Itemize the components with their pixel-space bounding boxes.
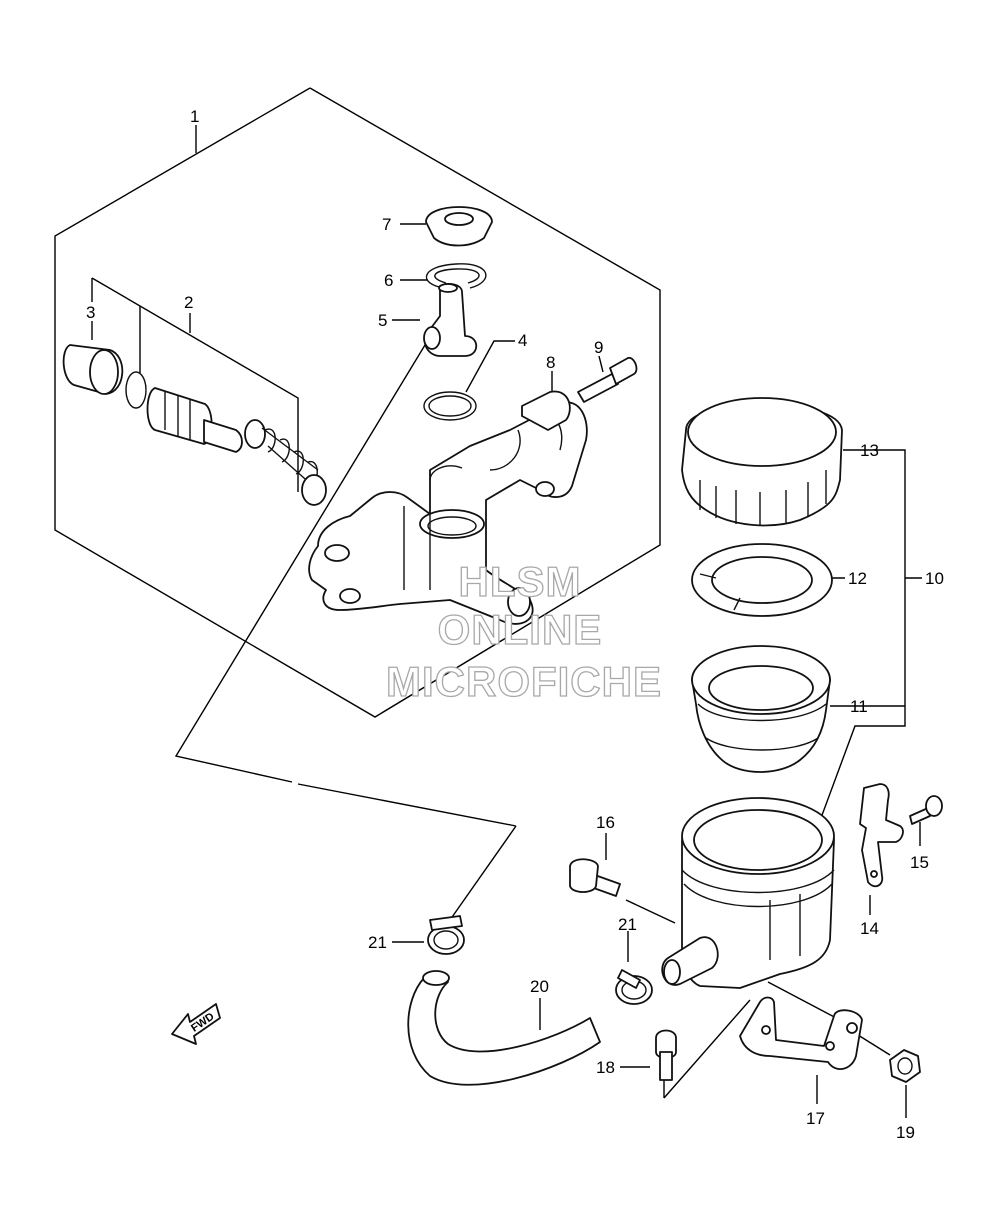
callout-18: 18	[596, 1058, 615, 1077]
callout-4: 4	[518, 331, 527, 350]
callout-labels: 1 2 3 4 5 6 7 8 9 10 11 12 13 14 15 16 1…	[86, 107, 944, 1142]
callout-20: 20	[530, 977, 549, 996]
part-12-plate	[691, 543, 833, 617]
part-10-reservoir-body	[661, 797, 835, 989]
part-15-screw	[909, 795, 943, 825]
callout-6: 6	[384, 271, 393, 290]
part-16-bolt	[569, 858, 621, 897]
callout-11: 11	[850, 697, 868, 716]
callout-14: 14	[860, 919, 879, 938]
callout-19: 19	[896, 1123, 915, 1142]
part-8-clamp	[521, 390, 571, 431]
callout-13: 13	[860, 441, 879, 460]
part-21-clamp-upper	[427, 915, 465, 955]
part-6-circlip	[425, 263, 487, 289]
part-3-dust-cap	[62, 344, 124, 395]
part-9-bolt	[577, 357, 638, 403]
callout-15: 15	[910, 853, 929, 872]
callout-5: 5	[378, 311, 387, 330]
part-14-bracket	[859, 783, 904, 888]
callout-17: 17	[806, 1109, 825, 1128]
watermark: HLSM ONLINE MICROFICHE	[385, 557, 662, 705]
callout-21a: 21	[368, 933, 387, 952]
part-7-boot	[425, 206, 493, 247]
callout-12: 12	[848, 569, 867, 588]
master-cylinder-body	[308, 401, 588, 625]
callout-9: 9	[594, 338, 603, 357]
callout-10: 10	[925, 569, 944, 588]
callout-1: 1	[190, 107, 199, 126]
part-19-nut	[889, 1049, 921, 1083]
watermark-line-2: ONLINE	[438, 606, 603, 653]
part-21-clamp-lower	[615, 969, 653, 1005]
callout-7: 7	[382, 215, 391, 234]
fwd-arrow-icon: FWD	[171, 1003, 221, 1045]
watermark-line-1: HLSM	[459, 558, 582, 605]
callout-16: 16	[596, 813, 615, 832]
part-18-bolt	[655, 1029, 677, 1081]
leader-lines	[91, 125, 922, 1118]
callout-3: 3	[86, 303, 95, 322]
part-13-reservoir-cap	[681, 397, 843, 527]
callout-21b: 21	[618, 915, 637, 934]
callout-8: 8	[546, 353, 555, 372]
callout-2: 2	[184, 293, 193, 312]
part-2-piston-kit	[125, 371, 327, 506]
part-4-o-ring	[423, 391, 477, 421]
watermark-line-3: MICROFICHE	[386, 658, 662, 705]
part-11-diaphragm	[691, 645, 831, 773]
part-20-hose	[407, 970, 601, 1086]
part-17-bracket	[739, 996, 863, 1070]
assembly-2-bracket	[91, 277, 299, 492]
assembly-1-outline	[54, 87, 661, 718]
part-5-connector	[423, 283, 478, 357]
